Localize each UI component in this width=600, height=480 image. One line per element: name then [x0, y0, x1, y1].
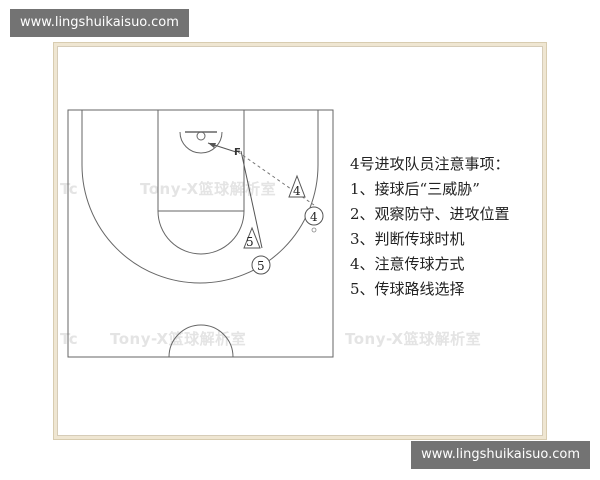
three-point-line — [81, 110, 319, 284]
background-watermark: Tony-X篮球解析室 — [140, 180, 277, 198]
pass-line — [240, 150, 263, 249]
instruction-notes: 4号进攻队员注意事项： 1、接球后“三威胁” 2、观察防守、进攻位置 3、判断传… — [350, 152, 510, 302]
background-watermark: Tc — [60, 330, 79, 348]
background-watermark: Tony-X篮球解析室 — [345, 330, 482, 348]
notes-title: 4号进攻队员注意事项： — [350, 155, 510, 173]
hoop — [196, 131, 206, 141]
defender-5-label: 5 — [246, 235, 254, 249]
arrow-head — [208, 143, 216, 148]
offense-5-circle — [251, 255, 271, 275]
free-throw-circle — [157, 210, 245, 255]
note-item: 5、传球路线选择 — [350, 280, 465, 298]
background-watermark: Tc — [60, 180, 79, 198]
note-item: 4、注意传球方式 — [350, 255, 465, 273]
site-watermark-bottom: www.lingshuikaisuo.com — [411, 441, 590, 469]
court-boundary — [67, 109, 334, 358]
paint — [157, 109, 245, 212]
restricted-area-arc — [179, 131, 223, 154]
picture-canvas — [57, 46, 543, 436]
defender-5-triangle — [243, 226, 261, 249]
note-item: 3、判断传球时机 — [350, 230, 465, 248]
offense-4-label: 4 — [310, 210, 318, 224]
ball-marker: F — [234, 147, 241, 158]
defender-4-label: 4 — [293, 184, 301, 198]
offense-5-label: 5 — [257, 259, 265, 273]
defender-4-triangle — [288, 174, 306, 198]
small-dot — [311, 227, 317, 233]
note-item: 1、接球后“三威胁” — [350, 180, 480, 198]
note-item: 2、观察防守、进攻位置 — [350, 205, 510, 223]
offense-4-circle — [304, 206, 324, 226]
background-watermark: Tony-X篮球解析室 — [110, 330, 247, 348]
site-watermark-top: www.lingshuikaisuo.com — [10, 9, 189, 37]
center-circle — [168, 324, 234, 358]
